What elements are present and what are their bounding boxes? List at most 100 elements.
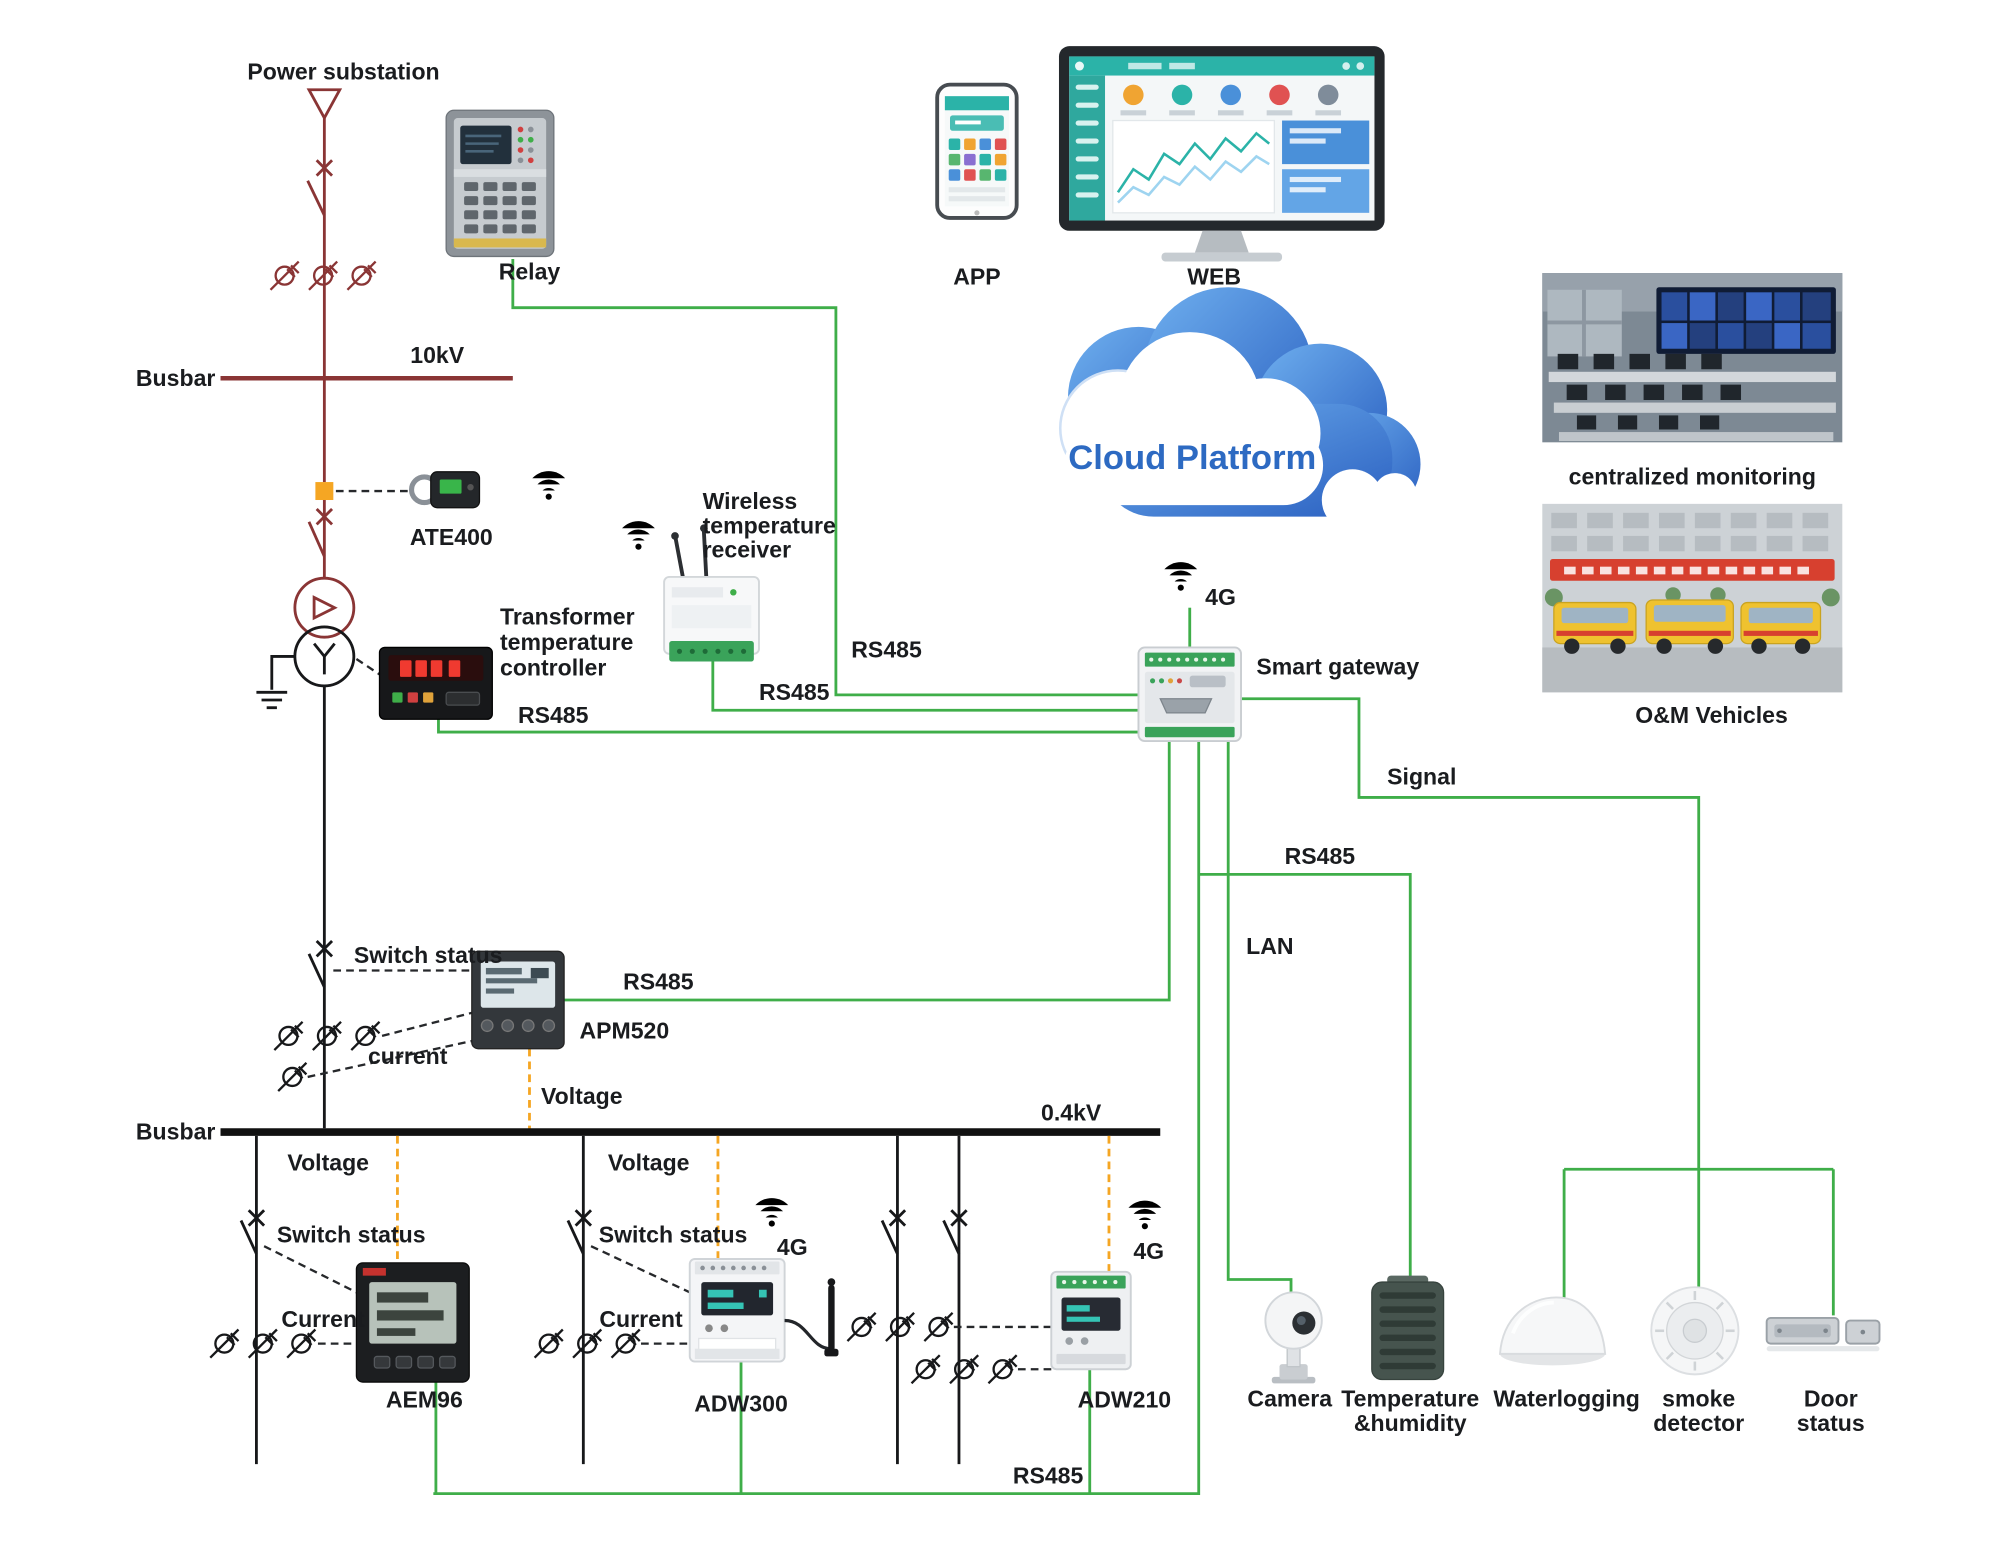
camera-label: Camera [1247, 1385, 1332, 1411]
ct-symbol [209, 1328, 240, 1359]
ate400-screen [439, 479, 462, 494]
door-status-label-2: status [1797, 1410, 1865, 1436]
disconnect-blade [306, 180, 326, 217]
current-dashed [381, 1011, 473, 1038]
camera-device [1264, 1291, 1323, 1384]
transformer-primary [293, 576, 356, 639]
om-vehicles-label: O&M Vehicles [1635, 702, 1788, 728]
4g-label-adw210: 4G [1133, 1238, 1164, 1264]
switch-status-dashed [263, 1245, 357, 1294]
transformer-controller-label-2: temperature [500, 629, 633, 655]
ct-symbol [846, 1311, 877, 1343]
app-phone [935, 82, 1019, 220]
ct-symbol [923, 1311, 954, 1343]
relay-device [445, 109, 555, 258]
adw300-label: ADW300 [694, 1391, 788, 1417]
app-label: APP [953, 264, 1000, 290]
cloud-platform-label: Cloud Platform [1068, 439, 1316, 477]
ct-symbol [311, 1020, 343, 1052]
4g-label-gateway: 4G [1205, 584, 1236, 610]
wifi-icon [622, 521, 655, 550]
transformer-temp-controller [378, 646, 493, 720]
controller-tap-dashed [355, 658, 381, 676]
rs485-label-controller: RS485 [518, 702, 589, 728]
communication-lines [433, 258, 1835, 1496]
current-label-f2: Current [599, 1306, 683, 1332]
door-status-sensor [1765, 1317, 1881, 1352]
temp-humidity-sensor [1371, 1275, 1445, 1381]
single-line-10kv [220, 88, 513, 710]
kv10-label: 10kV [410, 342, 464, 368]
smoke-detector-device [1650, 1286, 1740, 1376]
meter-screen [1061, 1297, 1121, 1331]
switch-status-label-f2: Switch status [599, 1221, 748, 1247]
receiver-rs485-line [711, 661, 1139, 712]
busbar-temp-sensor-point [315, 482, 334, 501]
wireless-receiver-label-1: Wireless [703, 488, 798, 514]
rs485-label-temp: RS485 [1285, 843, 1356, 869]
relay-rs485-line [511, 258, 1139, 697]
aem96-label: AEM96 [386, 1387, 463, 1413]
wye-winding [313, 642, 336, 675]
ground-symbol [256, 655, 295, 710]
vehicle [1740, 601, 1822, 654]
web-stat-row [1120, 84, 1342, 116]
4g-wifi-icon [1164, 562, 1198, 591]
web-monitor [1058, 46, 1385, 262]
switch-blade [307, 521, 326, 557]
lan-label: LAN [1246, 933, 1293, 959]
meter-screen [701, 1282, 774, 1316]
web-label: WEB [1187, 264, 1241, 290]
ate400-sensor [408, 471, 481, 509]
temp-humidity-label-1: Temperature [1341, 1385, 1479, 1411]
kv04-label: 0.4kV [1041, 1100, 1102, 1126]
relay-label: Relay [499, 259, 561, 285]
switch-blade [307, 953, 326, 988]
ate400-label: ATE400 [410, 524, 493, 550]
camera-lan-line [1226, 741, 1293, 1293]
current-label-f1: Current [281, 1306, 365, 1332]
antenna [828, 1284, 835, 1352]
switch-blade [239, 1219, 258, 1255]
rs485-label-apm: RS485 [623, 969, 694, 995]
ct-symbol [533, 1328, 564, 1359]
switch-status-label-mid: Switch status [354, 942, 503, 968]
adw300-meter [688, 1258, 839, 1363]
transformer-controller-label-3: controller [500, 655, 606, 681]
switch-blade [942, 1219, 961, 1255]
smart-gateway-device [1137, 646, 1242, 743]
ct-symbol [948, 1353, 980, 1385]
switch-status-label-f1: Switch status [277, 1221, 426, 1247]
ct-symbol [884, 1311, 916, 1343]
cloud-platform: Cloud Platform [1058, 287, 1421, 531]
app-tiles [948, 138, 1007, 181]
web-sidebar [1069, 75, 1106, 221]
adw210-meter [1050, 1270, 1132, 1371]
antenna-cable [784, 1318, 831, 1351]
ct-symbol [307, 260, 339, 291]
ct-symbol [277, 1061, 308, 1093]
centralized-monitoring-label: centralized monitoring [1569, 464, 1816, 490]
ct-symbol [247, 1328, 279, 1359]
meters-rs485-riser [433, 741, 1201, 1496]
vehicle [1553, 601, 1637, 654]
terminal-block [1144, 652, 1235, 667]
apm520-rs485-line [564, 741, 1171, 1002]
current-label-mid: current [368, 1043, 448, 1069]
waterlogging-sensor [1498, 1296, 1607, 1366]
ct-symbol [987, 1353, 1018, 1385]
rs485-label-bottom: RS485 [1013, 1462, 1084, 1488]
apm520-label: APM520 [579, 1017, 669, 1043]
adw210-label: ADW210 [1078, 1387, 1172, 1413]
smoke-detector-label-1: smoke [1662, 1385, 1735, 1411]
ct-symbol [273, 1020, 304, 1052]
rs485-label-receiver: RS485 [759, 679, 830, 705]
power-substation-label: Power substation [247, 59, 439, 85]
signal-line [1241, 697, 1701, 1170]
ct-symbol [269, 260, 300, 291]
terminal-block [1056, 1275, 1126, 1289]
smoke-detector-label-2: detector [1653, 1410, 1744, 1436]
wireless-temp-receiver [663, 524, 760, 662]
apm520-meter [471, 950, 565, 1050]
